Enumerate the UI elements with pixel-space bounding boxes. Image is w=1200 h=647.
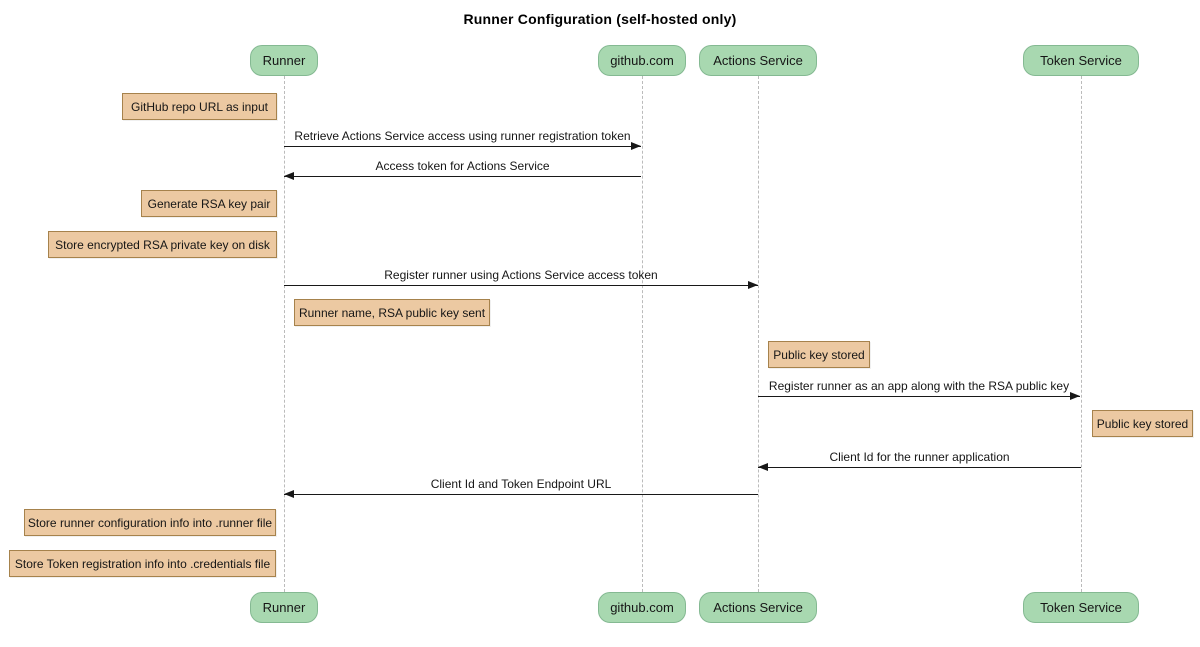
diagram-title: Runner Configuration (self-hosted only) [463, 11, 737, 27]
arrowhead-icon [758, 463, 768, 471]
lifeline-runner [284, 76, 285, 592]
message-line [284, 494, 758, 495]
arrowhead-icon [1070, 392, 1080, 400]
participant-runner-bottom: Runner [250, 592, 318, 623]
message-line [284, 285, 758, 286]
participant-runner-top: Runner [250, 45, 318, 76]
arrowhead-icon [748, 281, 758, 289]
message-line [284, 176, 641, 177]
note: Public key stored [768, 341, 870, 368]
participant-actions-service-top: Actions Service [699, 45, 817, 76]
message-label: Client Id for the runner application [829, 450, 1010, 464]
message-line [284, 146, 641, 147]
arrowhead-icon [284, 490, 294, 498]
note: GitHub repo URL as input [122, 93, 277, 120]
message-label: Register runner using Actions Service ac… [384, 268, 658, 282]
message-label: Register runner as an app along with the… [768, 379, 1070, 393]
note: Runner name, RSA public key sent [294, 299, 490, 326]
note: Store Token registration info into .cred… [9, 550, 276, 577]
participant-token-service-bottom: Token Service [1023, 592, 1139, 623]
message-label: Retrieve Actions Service access using ru… [294, 129, 631, 143]
participant-github-top: github.com [598, 45, 686, 76]
note: Store runner configuration info into .ru… [24, 509, 276, 536]
lifeline-github [642, 76, 643, 592]
lifeline-token-service [1081, 76, 1082, 592]
arrowhead-icon [631, 142, 641, 150]
participant-github-bottom: github.com [598, 592, 686, 623]
note: Generate RSA key pair [141, 190, 277, 217]
message-label: Client Id and Token Endpoint URL [430, 477, 612, 491]
participant-actions-service-bottom: Actions Service [699, 592, 817, 623]
lifeline-actions-service [758, 76, 759, 592]
note: Public key stored [1092, 410, 1193, 437]
message-line [758, 396, 1080, 397]
participant-token-service-top: Token Service [1023, 45, 1139, 76]
message-label: Access token for Actions Service [375, 159, 550, 173]
message-line [758, 467, 1081, 468]
arrowhead-icon [284, 172, 294, 180]
note: Store encrypted RSA private key on disk [48, 231, 277, 258]
